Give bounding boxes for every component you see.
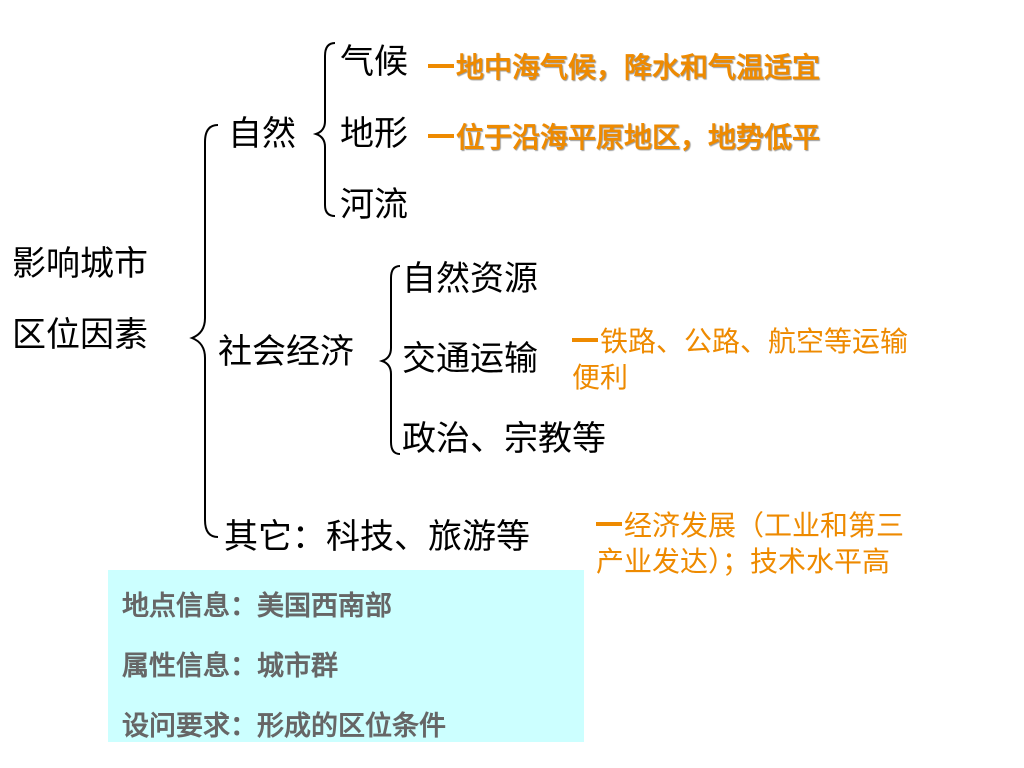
item-climate: 气候 — [340, 42, 408, 82]
branch-socio: 社会经济 — [218, 332, 354, 372]
info-location: 地点信息：美国西南部 — [122, 591, 392, 622]
info-requirement: 设问要求：形成的区位条件 — [122, 711, 446, 742]
dash-icon — [428, 134, 454, 138]
item-resources: 自然资源 — [402, 259, 538, 299]
natural-brace — [312, 42, 336, 217]
dash-icon — [572, 338, 598, 342]
item-river: 河流 — [340, 185, 408, 225]
item-terrain: 地形 — [340, 114, 408, 154]
branch-other: 其它：科技、旅游等 — [224, 517, 530, 557]
branch-natural: 自然 — [228, 114, 296, 154]
root-line2: 区位因素 — [12, 315, 148, 355]
main-brace — [189, 124, 219, 538]
info-box: 地点信息：美国西南部 属性信息：城市群 设问要求：形成的区位条件 — [108, 570, 584, 742]
socio-brace — [378, 265, 401, 455]
dash-icon — [428, 64, 454, 68]
note-climate: 地中海气候，降水和气温适宜 — [428, 54, 820, 82]
info-attribute: 属性信息：城市群 — [122, 651, 338, 682]
item-politics: 政治、宗教等 — [402, 419, 606, 459]
dash-icon — [596, 522, 622, 526]
item-transport: 交通运输 — [402, 339, 538, 379]
note-terrain: 位于沿海平原地区，地势低平 — [428, 124, 820, 152]
note-transport: 铁路、公路、航空等运输便利 — [572, 325, 909, 394]
root-line1: 影响城市 — [12, 244, 148, 284]
note-other: 经济发展（工业和第三产业发达）；技术水平高 — [596, 509, 905, 578]
